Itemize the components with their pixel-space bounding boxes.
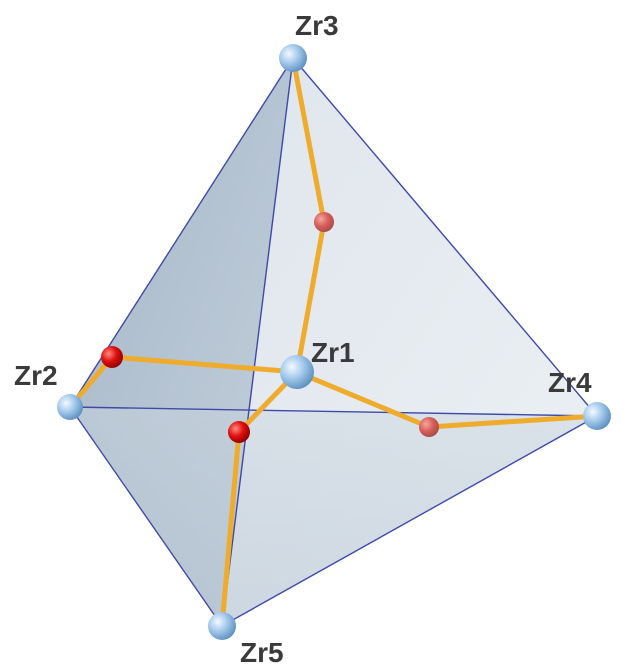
label-zr5: Zr5 xyxy=(240,637,284,668)
edge-zr2-zr4 xyxy=(69,406,598,417)
label-zr4: Zr4 xyxy=(548,367,592,398)
oxygen-atom-right xyxy=(419,417,439,437)
atom-labels: Zr3 Zr1 Zr2 Zr4 Zr5 xyxy=(14,10,592,668)
bond-zr1-o-right xyxy=(294,369,432,430)
bond-o-zr1-top xyxy=(294,219,327,375)
oxygen-atom-top xyxy=(314,212,334,232)
edge-zr2-zr5 xyxy=(69,406,223,627)
label-zr2: Zr2 xyxy=(14,360,58,391)
edge-zr3-zr4 xyxy=(292,57,598,417)
bond-o-zr4 xyxy=(426,413,600,430)
zirconium-atoms xyxy=(57,44,611,640)
bond-o-zr5 xyxy=(219,429,242,629)
edge-zr3-zr5 xyxy=(221,57,294,627)
zr5-atom xyxy=(208,612,236,640)
zr4-atom xyxy=(583,402,611,430)
edge-zr5-zr4 xyxy=(221,415,598,627)
oxygen-atom-bottom xyxy=(228,421,250,443)
zr1-atom xyxy=(280,355,314,389)
label-zr3: Zr3 xyxy=(295,10,339,41)
label-zr1: Zr1 xyxy=(311,337,355,368)
oxygen-atoms xyxy=(101,212,439,443)
face-bottom xyxy=(70,407,597,626)
zr3-atom xyxy=(279,44,307,72)
zr2-atom xyxy=(57,394,83,420)
oxygen-atom-left xyxy=(101,346,123,368)
tetrahedron-faces xyxy=(70,58,597,626)
bond-zr1-o-left xyxy=(109,354,300,375)
bond-zr3-o xyxy=(290,55,327,225)
